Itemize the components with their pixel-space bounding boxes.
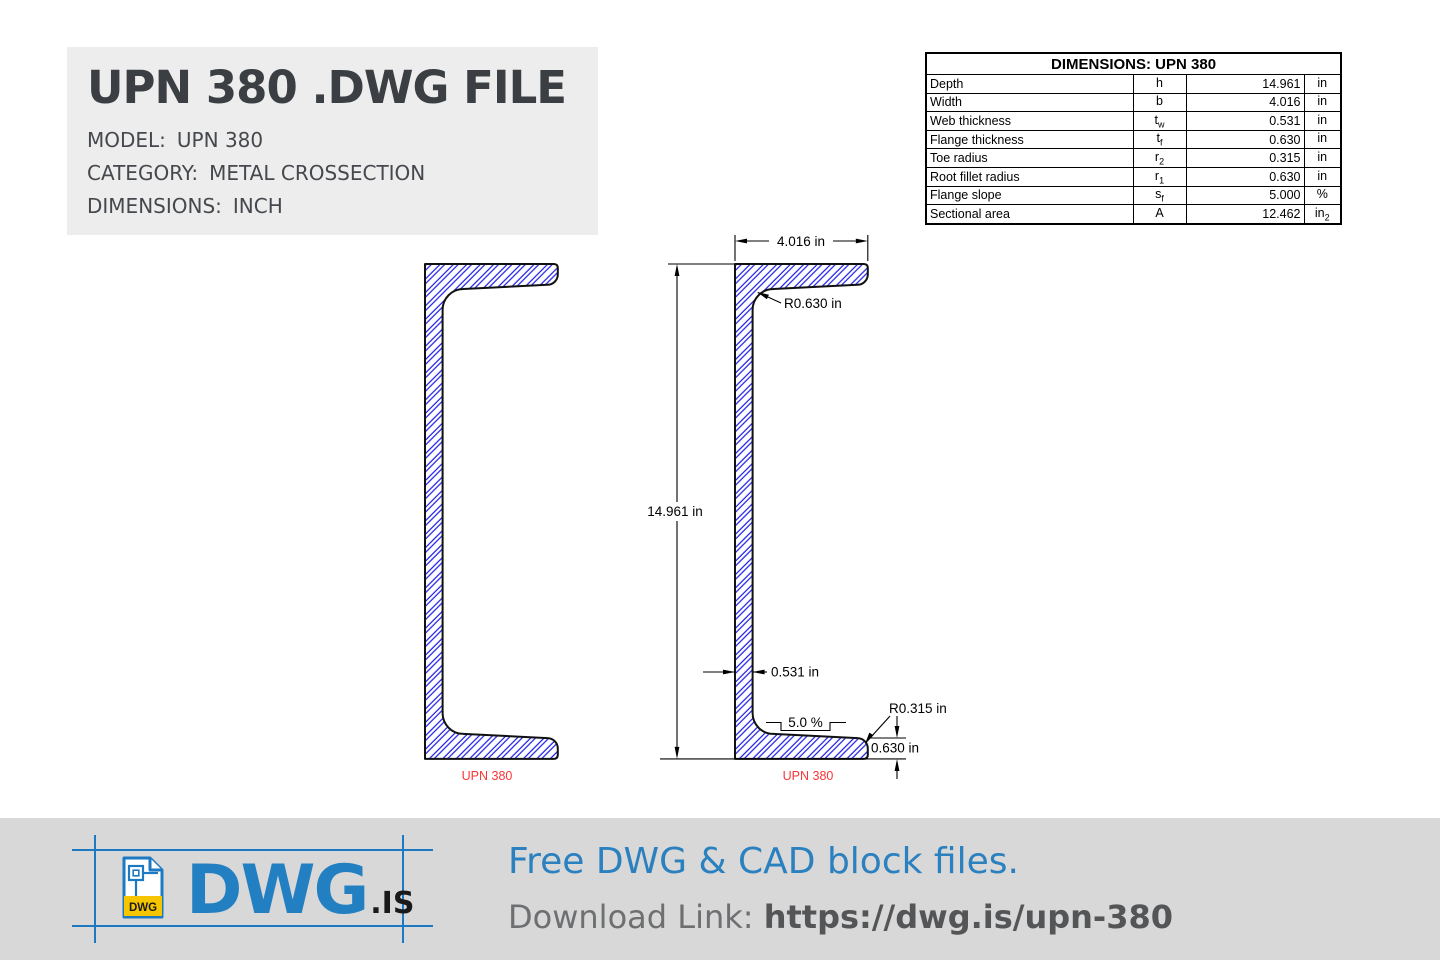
table-row: Sectional area A 12.462 in2 xyxy=(925,204,1342,225)
download-url[interactable]: https://dwg.is/upn-380 xyxy=(763,898,1173,936)
dimensions-field: DIMENSIONS: INCH xyxy=(87,190,598,223)
toe-radius-label: R0.315 in xyxy=(889,701,947,716)
table-header-row: DIMENSIONS: UPN 380 xyxy=(925,52,1342,75)
table-row: Toe radius r2 0.315 in xyxy=(925,148,1342,168)
model-label-left: UPN 380 xyxy=(462,769,513,783)
logo-frame-line-bottom xyxy=(72,925,433,927)
web-thickness-label: 0.531 in xyxy=(771,665,819,680)
brand-logo[interactable]: DWG.IS xyxy=(186,851,414,930)
category-field: CATEGORY: METAL CROSSECTION xyxy=(87,157,598,190)
dimensions-table: DIMENSIONS: UPN 380 Depth h 14.961 in Wi… xyxy=(925,52,1343,225)
title-block: UPN 380 .DWG FILE MODEL: UPN 380 CATEGORY… xyxy=(67,47,598,235)
download-label: Download Link: xyxy=(508,898,764,936)
dwg-badge-label: DWG xyxy=(129,902,157,914)
footer-headline: Free DWG & CAD block files. xyxy=(508,841,1019,882)
model-value: UPN 380 xyxy=(176,128,264,152)
table-row: Web thickness tw 0.531 in xyxy=(925,111,1342,131)
depth-dim-label: 14.961 in xyxy=(647,504,703,519)
dimension-arrowheads xyxy=(674,238,900,771)
root-radius-label: R0.630 in xyxy=(784,296,842,311)
table-row: Width b 4.016 in xyxy=(925,92,1342,113)
table-row: Flange slope sf 5.000 % xyxy=(925,185,1342,206)
flange-thickness-label: 0.630 in xyxy=(871,741,919,756)
title-fields: MODEL: UPN 380 CATEGORY: METAL CROSSECTION… xyxy=(87,124,598,223)
footer: DWG DWG.IS Free DWG & CAD block files. D… xyxy=(0,818,1440,960)
dimension-annotations xyxy=(660,235,906,779)
brand-dwg: DWG xyxy=(186,851,369,930)
logo-frame-line-right xyxy=(402,835,404,943)
page-title: UPN 380 .DWG FILE xyxy=(87,61,567,114)
brand-is: .IS xyxy=(370,886,415,921)
dwg-file-icon[interactable]: DWG xyxy=(120,855,166,921)
logo-frame-line-left xyxy=(94,835,96,943)
dimension-labels: 4.016 in 14.961 in R0.630 in 0.531 in 5.… xyxy=(647,234,947,756)
table-row: Flange thickness tf 0.630 in xyxy=(925,129,1342,150)
logo-frame-line-top xyxy=(72,849,433,851)
dimensions-label: DIMENSIONS: xyxy=(87,194,222,218)
table-title: DIMENSIONS: UPN 380 xyxy=(925,52,1342,75)
dimensions-value: INCH xyxy=(232,194,283,218)
table-row: Depth h 14.961 in xyxy=(925,74,1342,94)
category-value: METAL CROSSECTION xyxy=(209,161,426,185)
model-label-right: UPN 380 xyxy=(783,769,834,783)
channel-profile-left: UPN 380 xyxy=(424,263,559,783)
flange-slope-label: 5.0 % xyxy=(788,715,823,730)
drawings-canvas: UPN 380 UPN 380 xyxy=(424,234,947,783)
model-label: MODEL: xyxy=(87,128,166,152)
width-dim-label: 4.016 in xyxy=(777,234,825,249)
table-row: Root fillet radius r1 0.630 in xyxy=(925,166,1342,187)
download-line: Download Link: https://dwg.is/upn-380 xyxy=(508,898,1173,936)
category-label: CATEGORY: xyxy=(87,161,199,185)
model-field: MODEL: UPN 380 xyxy=(87,124,598,157)
channel-profile-right: UPN 380 xyxy=(734,263,869,783)
